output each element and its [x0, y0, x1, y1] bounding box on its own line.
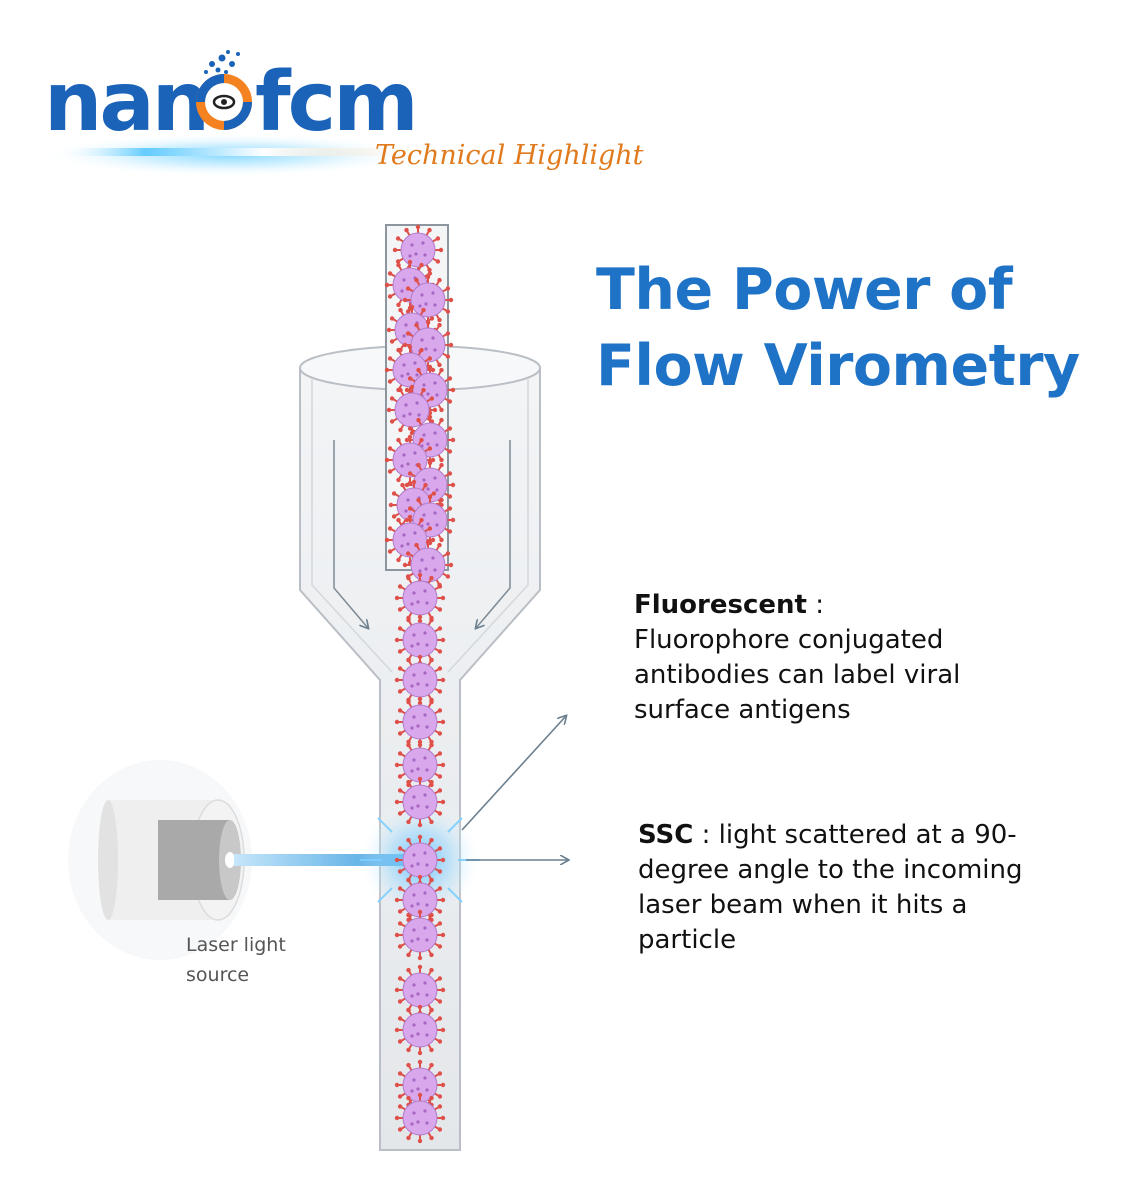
logo-suffix: fcm [255, 55, 416, 150]
virus-particle [384, 434, 436, 486]
laser-label-line-2: source [186, 964, 250, 986]
nanofcm-logo: nan fcm Technical Highlight [40, 50, 644, 177]
laser-light-source [68, 760, 252, 960]
virus-particle [394, 696, 446, 748]
fluorescent-arrow [461, 716, 566, 831]
logo-wordmark: nan fcm [44, 55, 419, 150]
virus-particles [384, 224, 456, 1144]
fluorescent-term: Fluorescent [634, 590, 807, 620]
laser-light-source-label: Laser light source [186, 930, 286, 990]
ssc-annotation: SSC : light scattered at a 90-degree ang… [638, 818, 1058, 958]
detection-arrows [461, 716, 568, 860]
title-line-2: Flow Virometry [596, 333, 1080, 399]
logo-prefix: nan [44, 55, 207, 150]
virus-particle [394, 874, 446, 926]
virus-particle [394, 1004, 446, 1056]
ssc-text: light scattered at a 90-degree angle to … [638, 820, 1023, 955]
virus-particle [394, 1059, 446, 1111]
fluorescent-text: Fluorophore conjugated antibodies can la… [634, 625, 961, 725]
aperture-icon [196, 74, 252, 130]
title-line-1: The Power of [596, 257, 1013, 323]
sheath-flow-arrows [333, 440, 511, 628]
virus-particle [394, 1092, 446, 1144]
logo-tagline: Technical Highlight [375, 140, 644, 171]
virus-particle [394, 834, 446, 886]
ssc-separator: : [693, 820, 719, 850]
virus-particle [394, 776, 446, 828]
particles-icon [204, 50, 240, 74]
fluorescent-annotation: Fluorescent : Fluorophore conjugated ant… [634, 588, 1054, 728]
ssc-term: SSC [638, 820, 694, 850]
page-title: The Power of Flow Virometry [596, 252, 1080, 404]
virus-particle [394, 909, 446, 961]
laser-label-line-1: Laser light [186, 934, 286, 956]
fluorescent-separator: : [806, 590, 824, 620]
